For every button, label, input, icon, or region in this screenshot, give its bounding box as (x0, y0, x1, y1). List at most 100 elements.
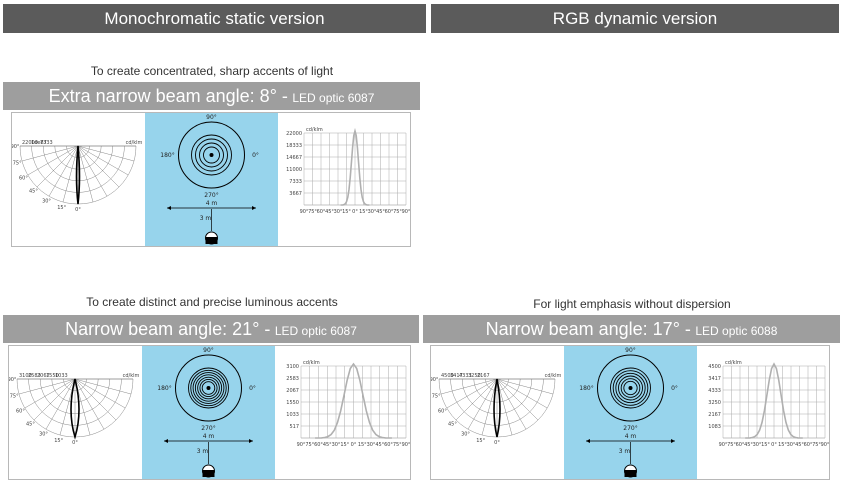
isolux-ring (201, 381, 216, 395)
curve-x-tick: 30° (753, 442, 762, 448)
curve-x-tick: 75° (308, 209, 317, 215)
polar-spoke (496, 378, 513, 436)
angle-90-label: 90° (203, 347, 214, 354)
angle-180-label: 180° (160, 152, 174, 159)
curve-y-tick: 1550 (286, 400, 299, 406)
curve-unit-label: cd/klm (306, 127, 323, 133)
angle-0-label: 0° (249, 385, 256, 392)
beam-title-bar: Extra narrow beam angle: 8° - LED optic … (3, 82, 420, 110)
polar-value-label: 3250 (468, 373, 481, 379)
curve-x-tick: 75° (393, 209, 402, 215)
isolux-ring (178, 121, 245, 189)
isolux-center (628, 386, 633, 390)
curve-x-tick: 60° (736, 442, 745, 448)
polar-angle-label: 15° (54, 438, 63, 444)
polar-unit-label: cd/klm (123, 373, 140, 379)
intensity-line (315, 362, 392, 439)
curve-y-tick: 3667 (289, 191, 302, 197)
polar-angle-label: 60° (438, 409, 447, 415)
curve-x-tick: 75° (727, 442, 736, 448)
luminaire-icon-base (205, 237, 218, 244)
curve-y-tick: 4333 (708, 388, 721, 394)
curve-x-tick: 15° (358, 442, 367, 448)
isolux-ring (623, 380, 638, 396)
polar-spoke (74, 378, 105, 430)
angle-0-label: 0° (252, 152, 259, 159)
curve-x-tick: 60° (317, 209, 326, 215)
curve-x-tick: 75° (393, 442, 402, 448)
polar-spoke (74, 378, 132, 395)
isolux-ring (191, 134, 232, 176)
angle-180-label: 180° (579, 385, 593, 392)
curve-x-tick: 0° (771, 442, 777, 448)
curve-x-tick: 30° (334, 209, 343, 215)
angle-90-label: 90° (625, 347, 636, 354)
curve-y-tick: 3250 (708, 400, 721, 406)
polar-value-label: 3100 (19, 373, 32, 379)
polar-angle-label: 90° (9, 377, 17, 383)
block-caption: To create concentrated, sharp accents of… (90, 64, 334, 78)
curve-x-tick: 90° (402, 442, 410, 448)
block-caption: To create distinct and precise luminous … (86, 295, 338, 309)
polar-unit-label: cd/klm (545, 373, 562, 379)
curve-x-tick: 60° (804, 442, 813, 448)
polar-angle-label: 45° (448, 422, 457, 428)
polar-angle-label: 30° (42, 199, 51, 205)
angle-180-label: 180° (157, 385, 171, 392)
intensity-curve: cd/klm220001833314667110007333366790°75°… (286, 127, 410, 215)
curve-x-tick: 45° (325, 209, 334, 215)
polar-angle-label: 15° (57, 205, 66, 211)
curve-y-tick: 4500 (708, 364, 721, 370)
isolux-ring (199, 142, 224, 168)
polar-spoke (496, 378, 539, 421)
curve-x-tick: 0° (352, 209, 358, 215)
isolux-center (209, 153, 214, 157)
curve-x-tick: 30° (367, 442, 376, 448)
curve-y-tick: 18333 (286, 143, 302, 149)
polar-angle-label: 60° (16, 409, 25, 415)
polar-spoke (77, 145, 135, 162)
polar-angle-label: 90° (12, 144, 20, 150)
curve-y-tick: 22000 (286, 131, 302, 137)
polar-angle-label: 60° (19, 176, 28, 182)
curve-x-tick: 90° (300, 209, 309, 215)
polar-spoke (77, 145, 108, 197)
curve-unit-label: cd/klm (303, 360, 320, 366)
polar-angle-label: 30° (461, 432, 470, 438)
curve-y-tick: 2067 (286, 388, 299, 394)
beam-title-bar: Narrow beam angle: 17° - LED optic 6088 (423, 315, 840, 343)
polar-spoke (496, 378, 548, 409)
curve-x-tick: 90° (402, 209, 410, 215)
curve-y-tick: 1083 (708, 424, 721, 430)
polar-spoke (62, 145, 79, 203)
polar-spoke (77, 145, 120, 188)
polar-unit-label: cd/klm (126, 140, 143, 146)
curve-x-tick: 30° (787, 442, 796, 448)
polar-value-label: 2067 (37, 373, 50, 379)
polar-value-label: 1550 (46, 373, 59, 379)
beam-title: Narrow beam angle: 21° - (65, 319, 271, 339)
curve-y-tick: 11000 (286, 167, 302, 173)
curve-x-tick: 15° (340, 442, 349, 448)
curve-x-tick: 30° (368, 209, 377, 215)
curve-x-tick: 45° (744, 442, 753, 448)
polar-value-label: 4333 (459, 373, 472, 379)
isolux-ring (197, 376, 220, 400)
polar-angle-label: 75° (432, 393, 441, 399)
column-header-rgb: RGB dynamic version (431, 4, 839, 33)
polar-spoke (77, 145, 129, 176)
block-caption: For light emphasis without dispersion (533, 297, 731, 311)
polar-value-label: 1033 (55, 373, 68, 379)
isolux-ring (199, 378, 218, 398)
beam-title-bar: Narrow beam angle: 21° - LED optic 6087 (3, 315, 419, 343)
curve-x-tick: 45° (323, 442, 332, 448)
polar-spoke (446, 378, 498, 409)
polar-spoke (496, 378, 527, 430)
polar-spoke (467, 378, 498, 430)
isolux-ring (612, 370, 649, 406)
isolux-ring (195, 138, 228, 172)
angle-270-label: 270° (201, 425, 215, 432)
polar-spoke (24, 378, 76, 409)
polar-angle-label: 45° (29, 189, 38, 195)
